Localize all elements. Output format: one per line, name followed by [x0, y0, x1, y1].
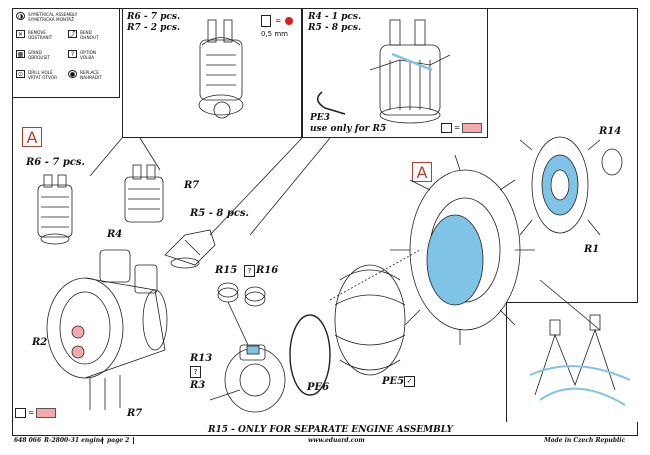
- drill-icon: [261, 15, 271, 27]
- drill-icon: ⊙: [16, 70, 25, 78]
- decal-icon: [15, 408, 26, 418]
- legend-bend: ⤴ BEND OHNOUT: [68, 30, 99, 40]
- bend-icon: ⤴: [68, 30, 77, 38]
- remove-icon: ✕: [16, 30, 25, 38]
- legend-remove-text: REMOVE ODSTRANIT: [28, 30, 53, 40]
- label-r15: R15: [215, 265, 238, 276]
- section-mark-right: A: [412, 162, 432, 182]
- label-r4: R4: [107, 229, 123, 240]
- legend-option-text: OPTION VOLBA: [80, 50, 97, 60]
- red-dot-icon: [285, 17, 294, 25]
- decal-icon: [441, 123, 452, 133]
- inset-r4-r5: R4 - 1 pcs. R5 - 8 pcs. PE3 use only for…: [302, 8, 488, 138]
- inset2-line1: R4 - 1 pcs.: [308, 12, 362, 22]
- legend-drill-text: DRILL HOLE VRTAT OTVOR: [28, 70, 57, 80]
- inset2-line2: R5 - 8 pcs.: [308, 23, 362, 33]
- pink-swatch: [36, 408, 57, 418]
- paint-note: =: [441, 123, 483, 133]
- option-icon: ?: [68, 50, 77, 58]
- footer-made: Made in Czech Republic: [544, 437, 626, 444]
- label-r7-bottom: R7: [127, 408, 143, 419]
- label-r6: R6 - 7 pcs.: [26, 157, 86, 168]
- legend-replace-text: REPLACE NAHRADIT: [80, 70, 102, 80]
- inset1-line1: R6 - 7 pcs.: [127, 12, 181, 22]
- grind-icon: ▦: [16, 50, 25, 58]
- label-r14: R14: [599, 126, 622, 137]
- legend-remove: ✕ REMOVE ODSTRANIT: [16, 30, 52, 40]
- replace-icon: ●: [68, 70, 77, 78]
- legend-bend-text: BEND OHNOUT: [80, 30, 99, 40]
- legend-drill: ⊙ DRILL HOLE VRTAT OTVOR: [16, 70, 57, 80]
- page-footer: 648 066 R-2800-31 engine page 2 www.edua…: [12, 436, 638, 447]
- inset1-line2: R7 - 2 pcs.: [127, 23, 181, 33]
- label-r2: R2: [32, 337, 48, 348]
- caption-r15: R15 - ONLY FOR SEPARATE ENGINE ASSEMBLY: [208, 425, 453, 435]
- symbol-legend: ◑ SYMETRICAL ASSEMBLY SYMETRICKÁ MONTÁŽ …: [12, 8, 120, 98]
- label-r16: R16: [256, 265, 279, 276]
- legend-grind: ▦ GRIND OBROUSIT: [16, 50, 50, 60]
- paint-note-bottom: =: [15, 408, 57, 418]
- footer-page: page 2: [102, 437, 135, 444]
- legend-option: ? OPTION VOLBA: [68, 50, 96, 60]
- label-r1: R1: [584, 244, 600, 255]
- option-icon: ?: [244, 265, 255, 277]
- footer-site: www.eduard.com: [308, 437, 365, 444]
- inset2-pe-label: PE3: [310, 113, 330, 123]
- option-icon: ?: [190, 366, 201, 378]
- pink-swatch: [462, 123, 483, 133]
- label-r13: R13: [190, 353, 213, 364]
- symmetrical-icon: ◑: [16, 12, 25, 20]
- inset-r6-r7: R6 - 7 pcs. R7 - 2 pcs. = 0,5 mm: [122, 8, 302, 138]
- bend-icon: ✓: [404, 376, 415, 387]
- label-r3: R3: [190, 380, 206, 391]
- drill-note: = 0,5 mm: [261, 15, 294, 38]
- footer-code: 648 066: [14, 437, 42, 444]
- legend-grind-text: GRIND OBROUSIT: [28, 50, 50, 60]
- drill-size: 0,5 mm: [261, 30, 288, 38]
- inset-detail-wiring: [506, 302, 638, 422]
- footer-product: R-2800-31 engine: [44, 437, 104, 444]
- legend-symmetrical-text: SYMETRICAL ASSEMBLY SYMETRICKÁ MONTÁŽ: [28, 12, 78, 22]
- label-pe6: PE6: [307, 382, 330, 393]
- legend-replace: ● REPLACE NAHRADIT: [68, 70, 102, 80]
- inset2-pe-note: use only for R5: [310, 124, 387, 134]
- label-r7-top: R7: [184, 180, 200, 191]
- label-r5: R5 - 8 pcs.: [190, 208, 250, 219]
- label-pe5: PE5: [382, 376, 405, 387]
- section-mark-left: A: [22, 127, 42, 147]
- legend-symmetrical: ◑ SYMETRICAL ASSEMBLY SYMETRICKÁ MONTÁŽ: [16, 12, 77, 22]
